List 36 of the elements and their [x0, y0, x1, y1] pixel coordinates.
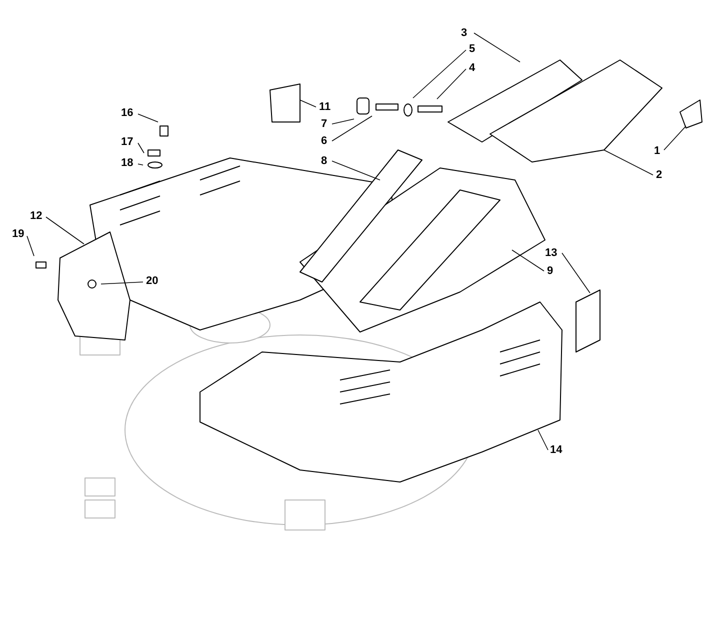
- callout-number: 6: [321, 135, 328, 148]
- callout-number: 9: [547, 265, 554, 278]
- callout-number: 16: [121, 107, 134, 120]
- leader-line: [138, 164, 144, 166]
- callout-number: 3: [461, 27, 468, 40]
- callout-number: 18: [121, 157, 134, 170]
- callout-number: 11: [319, 101, 331, 114]
- callout-number: 14: [550, 444, 562, 457]
- leader-line: [538, 430, 548, 450]
- callout-number: 7: [321, 118, 328, 131]
- callout-number: 12: [30, 210, 42, 223]
- leader-line: [332, 160, 380, 180]
- leader-line: [604, 150, 654, 176]
- callout-number: 4: [469, 62, 476, 75]
- leader-line: [46, 216, 84, 244]
- leader-line: [412, 50, 466, 98]
- leader-line: [138, 114, 158, 122]
- callout-number: 19: [12, 228, 24, 241]
- leader-line: [138, 142, 144, 154]
- leader-line: [562, 252, 590, 294]
- callout-number: 5: [469, 43, 476, 56]
- leader-line: [474, 32, 520, 62]
- leader-line: [436, 68, 466, 100]
- leader-line: [664, 126, 686, 150]
- leader-line: [300, 100, 316, 108]
- leader-line: [512, 250, 544, 272]
- leader-line: [332, 118, 354, 124]
- callout-number: 20: [146, 275, 158, 288]
- leader-line: [100, 282, 144, 284]
- leader-line: [26, 236, 34, 256]
- callout-number: 2: [656, 169, 662, 182]
- callout-number: 13: [545, 247, 558, 260]
- callout-number: 8: [321, 155, 328, 168]
- callout-number: 17: [121, 136, 134, 149]
- callout-number: 1: [654, 145, 660, 158]
- leader-line: [332, 116, 372, 142]
